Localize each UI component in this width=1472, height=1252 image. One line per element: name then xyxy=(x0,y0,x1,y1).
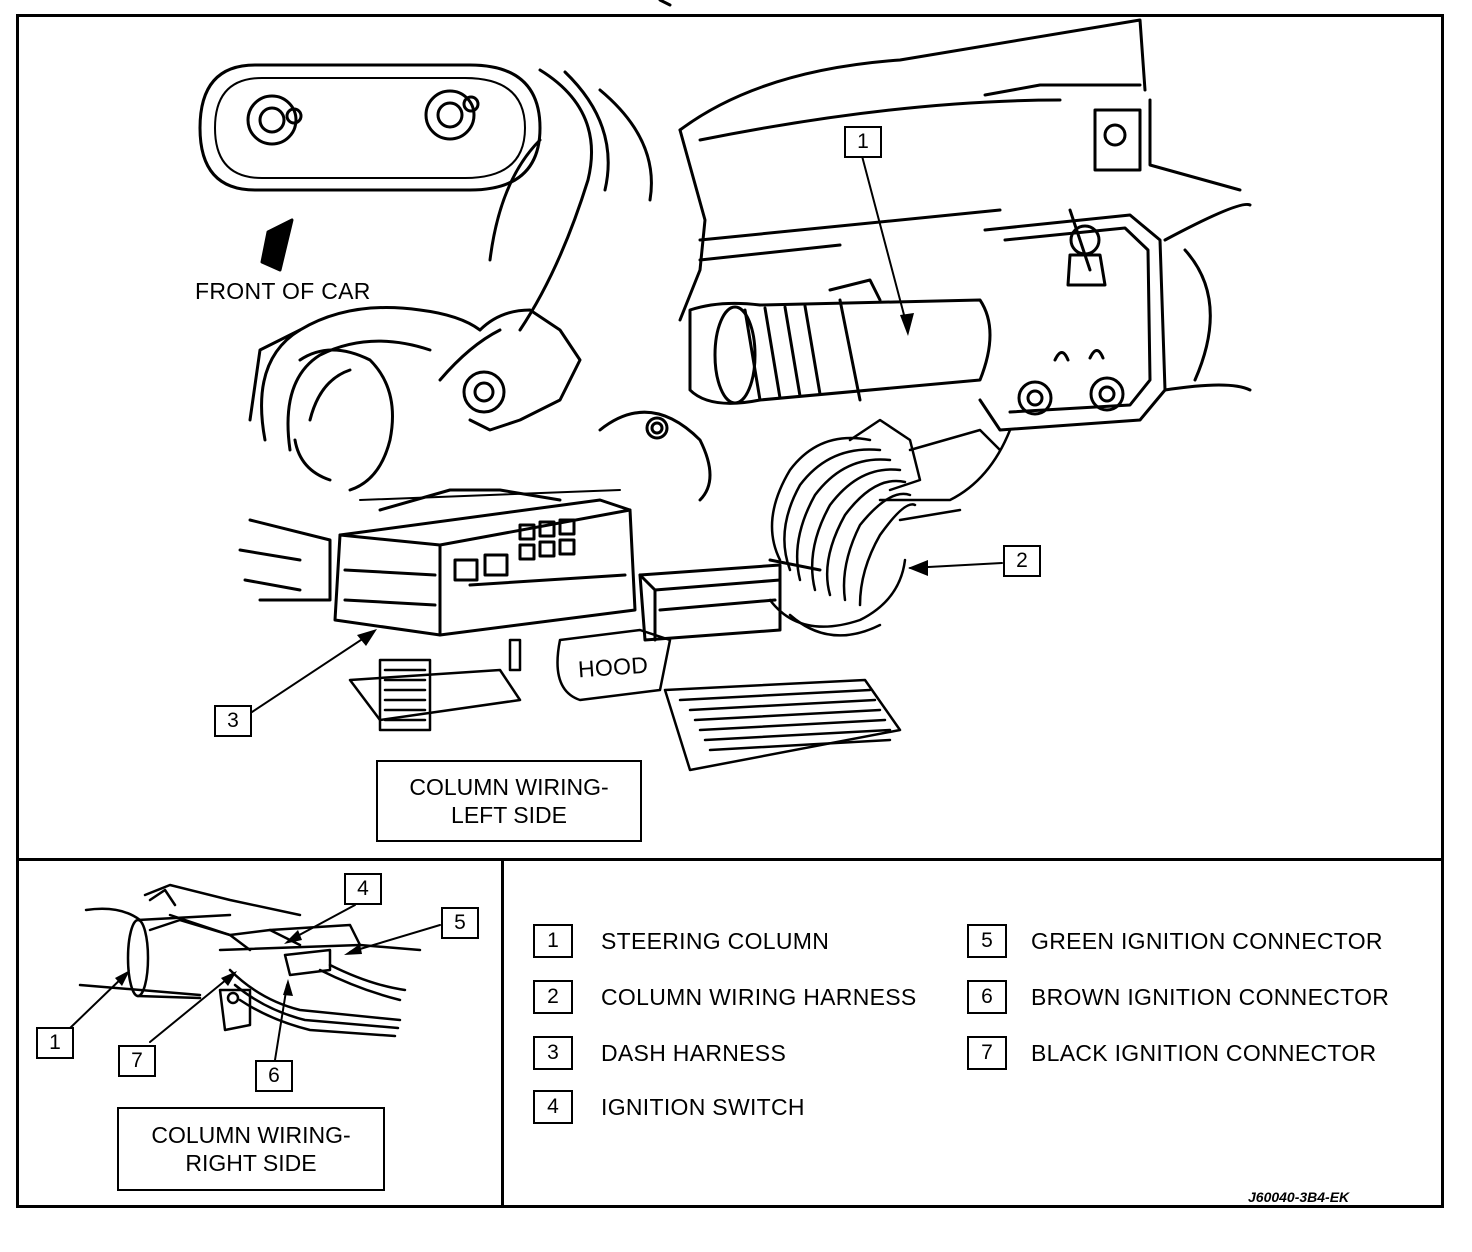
wiring-harness-bundle xyxy=(768,418,1012,637)
callout-2: 2 xyxy=(1003,545,1041,577)
legend-item: 1 STEERING COLUMN xyxy=(533,924,829,958)
callout-3: 3 xyxy=(214,705,252,737)
divider-horizontal xyxy=(16,858,1444,861)
right-caption-line1: COLUMN WIRING- xyxy=(151,1122,351,1148)
divider-vertical xyxy=(501,858,504,1208)
legend-text: BLACK IGNITION CONNECTOR xyxy=(1031,1039,1377,1066)
figure-frame xyxy=(16,14,1444,1208)
front-arrow-icon xyxy=(260,218,294,272)
inset-callout-1: 1 xyxy=(36,1027,74,1059)
right-side-caption: COLUMN WIRING- RIGHT SIDE xyxy=(117,1107,385,1191)
left-side-caption: COLUMN WIRING- LEFT SIDE xyxy=(376,760,642,842)
inset-arrowheads xyxy=(115,930,362,996)
inset-leaders xyxy=(67,904,441,1061)
mounting-plate xyxy=(198,63,542,192)
legend-text: GREEN IGNITION CONNECTOR xyxy=(1031,927,1383,954)
legend-number: 4 xyxy=(533,1090,573,1124)
legend-item: 4 IGNITION SWITCH xyxy=(533,1090,805,1124)
lower-parts xyxy=(348,628,902,772)
leader-lines xyxy=(251,155,1003,713)
legend-number: 1 xyxy=(533,924,573,958)
legend-item: 2 COLUMN WIRING HARNESS xyxy=(533,980,917,1014)
legend-text: COLUMN WIRING HARNESS xyxy=(601,983,917,1010)
legend-item: 6 BROWN IGNITION CONNECTOR xyxy=(967,980,1389,1014)
column-connector xyxy=(638,558,822,642)
legend-number: 5 xyxy=(967,924,1007,958)
legend-text: DASH HARNESS xyxy=(601,1039,787,1066)
steering-column xyxy=(598,278,992,502)
right-caption-line2: RIGHT SIDE xyxy=(185,1150,317,1176)
inset-callout-6: 6 xyxy=(255,1060,293,1092)
dash-harness-connector xyxy=(238,488,637,637)
inset-drawing xyxy=(78,883,422,1038)
legend-item: 7 BLACK IGNITION CONNECTOR xyxy=(967,1036,1376,1070)
legend-item: 5 GREEN IGNITION CONNECTOR xyxy=(967,924,1383,958)
legend-number: 3 xyxy=(533,1036,573,1070)
legend-text: STEERING COLUMN xyxy=(601,927,830,954)
arrowheads xyxy=(357,313,928,646)
inset-callout-4: 4 xyxy=(344,873,382,905)
inset-callout-5: 5 xyxy=(441,907,479,939)
callout-1: 1 xyxy=(844,126,882,158)
hood-label: HOOD xyxy=(577,651,649,683)
figure-code: J60040-3B4-EK xyxy=(1248,1189,1350,1205)
left-caption-line2: LEFT SIDE xyxy=(451,802,567,828)
column-bracket xyxy=(978,108,1252,432)
legend-text: BROWN IGNITION CONNECTOR xyxy=(1031,983,1390,1010)
legend-text: IGNITION SWITCH xyxy=(601,1093,805,1120)
front-of-car-label: FRONT OF CAR xyxy=(195,278,371,304)
legend-number: 6 xyxy=(967,980,1007,1014)
inset-callout-7: 7 xyxy=(118,1045,156,1077)
left-caption-line1: COLUMN WIRING- xyxy=(409,774,609,800)
legend-item: 3 DASH HARNESS xyxy=(533,1036,786,1070)
legend-number: 7 xyxy=(967,1036,1007,1070)
legend-number: 2 xyxy=(533,980,573,1014)
